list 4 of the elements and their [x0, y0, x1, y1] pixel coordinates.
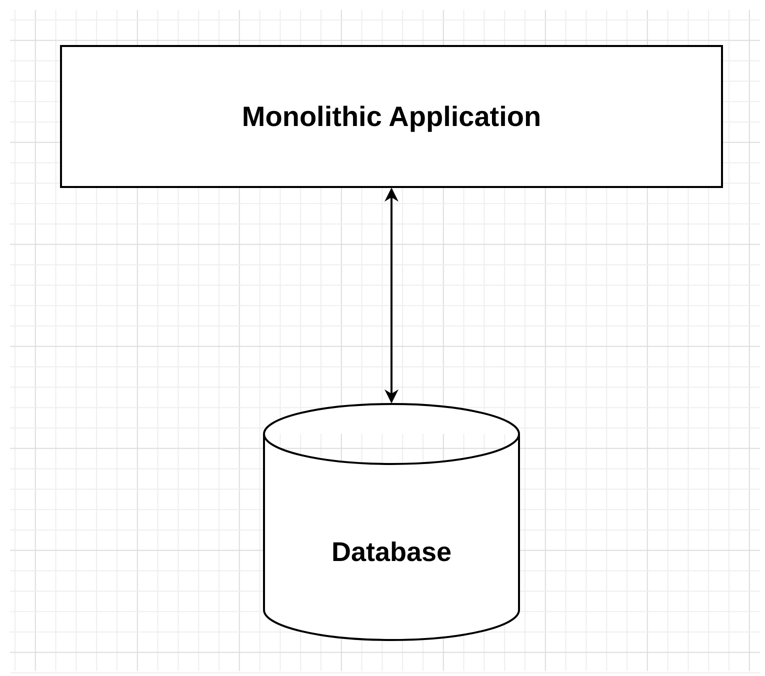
arrow — [384, 188, 398, 404]
application-box — [60, 45, 723, 188]
node-label: Database — [331, 536, 452, 568]
node-label: Monolithic Application — [242, 100, 542, 132]
